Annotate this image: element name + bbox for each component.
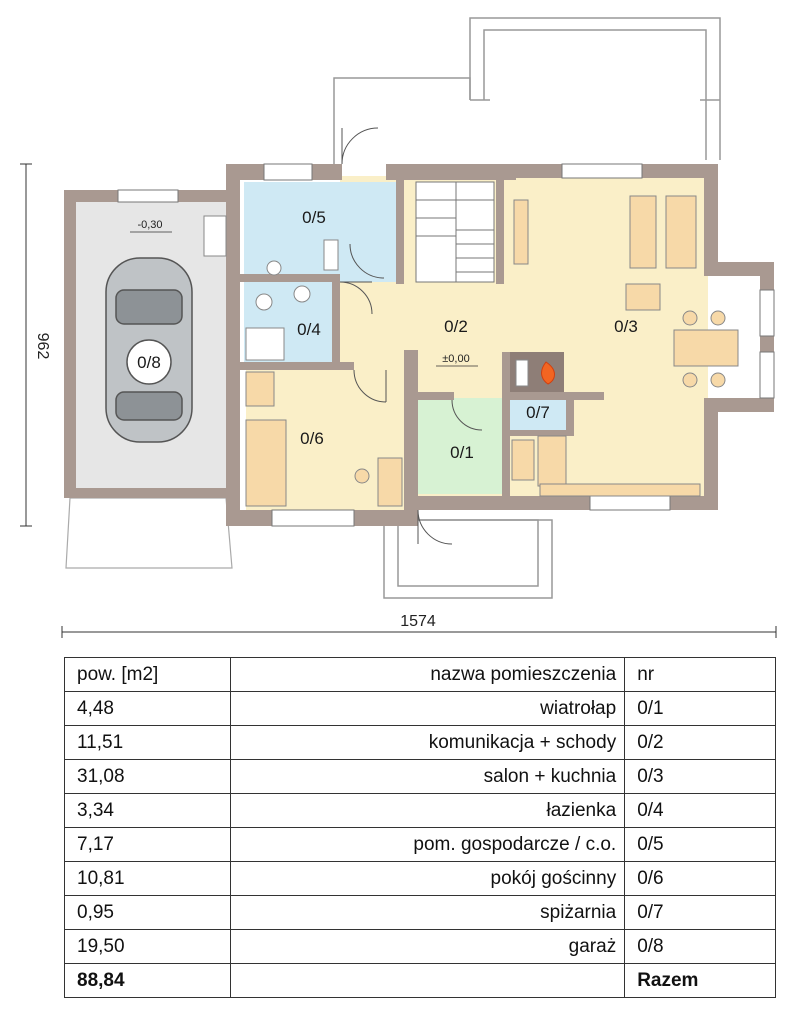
terrace-back bbox=[333, 17, 721, 165]
room-label-06: 0/6 bbox=[300, 429, 324, 448]
table-row: 7,17 pom. gospodarcze / c.o. 0/5 bbox=[64, 827, 776, 862]
row-nr: 0/6 bbox=[624, 861, 776, 896]
row-nr: 0/3 bbox=[624, 759, 776, 794]
row-name: garaż bbox=[229, 929, 626, 964]
doors bbox=[339, 127, 483, 545]
table-header-row: pow. [m2] nazwa pomieszczenia nr bbox=[64, 657, 776, 692]
room-label-07: 0/7 bbox=[526, 403, 550, 422]
row-area: 0,95 bbox=[64, 895, 231, 930]
table-row: 31,08 salon + kuchnia 0/3 bbox=[64, 759, 776, 794]
terrace-front bbox=[383, 519, 553, 599]
row-area: 4,48 bbox=[64, 691, 231, 726]
level-main: ±0,00 bbox=[442, 353, 469, 365]
row-area: 3,34 bbox=[64, 793, 231, 828]
furniture bbox=[203, 195, 739, 507]
row-nr: 0/8 bbox=[624, 929, 776, 964]
row-name: spiżarnia bbox=[229, 895, 626, 930]
row-nr: 0/5 bbox=[624, 827, 776, 862]
table-row: 11,51 komunikacja + schody 0/2 bbox=[64, 725, 776, 760]
car-icon bbox=[105, 257, 193, 443]
table-row: 19,50 garaż 0/8 bbox=[64, 929, 776, 964]
svg-text:962: 962 bbox=[34, 333, 51, 360]
table-row: 3,34 łazienka 0/4 bbox=[64, 793, 776, 828]
total-area: 88,84 bbox=[64, 963, 231, 998]
dimension-depth: 962 bbox=[20, 163, 51, 527]
table-row: 0,95 spiżarnia 0/7 bbox=[64, 895, 776, 930]
floor-plan: 0/1 0/2 0/3 0/4 0/5 0/6 0/7 0/8 ±0,00 -0… bbox=[20, 17, 777, 638]
row-area: 11,51 bbox=[64, 725, 231, 760]
room-label-02: 0/2 bbox=[444, 317, 468, 336]
row-name: wiatrołap bbox=[229, 691, 626, 726]
row-nr: 0/4 bbox=[624, 793, 776, 828]
room-label-01: 0/1 bbox=[450, 443, 474, 462]
room-label-08: 0/8 bbox=[137, 353, 161, 372]
header-nr: nr bbox=[624, 657, 776, 692]
row-area: 31,08 bbox=[64, 759, 231, 794]
row-name: łazienka bbox=[229, 793, 626, 828]
row-area: 7,17 bbox=[64, 827, 231, 862]
row-name: pokój gościnny bbox=[229, 861, 626, 896]
dimension-width: 1574 bbox=[61, 613, 777, 638]
row-name: komunikacja + schody bbox=[229, 725, 626, 760]
row-nr: 0/2 bbox=[624, 725, 776, 760]
header-name: nazwa pomieszczenia bbox=[229, 657, 626, 692]
rooms-table: pow. [m2] nazwa pomieszczenia nr 4,48 wi… bbox=[64, 657, 776, 998]
staircase bbox=[415, 181, 495, 283]
windows bbox=[117, 163, 775, 527]
room-label-05: 0/5 bbox=[302, 208, 326, 227]
total-label: Razem bbox=[624, 963, 776, 998]
table-row: 10,81 pokój gościnny 0/6 bbox=[64, 861, 776, 896]
room-01-floor bbox=[418, 398, 504, 494]
level-garage: -0,30 bbox=[137, 219, 162, 231]
row-area: 10,81 bbox=[64, 861, 231, 896]
table-total-row: 88,84 Razem bbox=[64, 963, 776, 998]
room-07-floor bbox=[508, 398, 566, 432]
room-label-03: 0/3 bbox=[614, 317, 638, 336]
total-blank bbox=[229, 963, 626, 998]
room-label-04: 0/4 bbox=[297, 320, 321, 339]
row-area: 19,50 bbox=[64, 929, 231, 964]
row-nr: 0/7 bbox=[624, 895, 776, 930]
row-nr: 0/1 bbox=[624, 691, 776, 726]
row-name: salon + kuchnia bbox=[229, 759, 626, 794]
table-row: 4,48 wiatrołap 0/1 bbox=[64, 691, 776, 726]
svg-text:1574: 1574 bbox=[400, 613, 436, 630]
garage-ramp bbox=[65, 497, 233, 569]
header-area: pow. [m2] bbox=[64, 657, 231, 692]
row-name: pom. gospodarcze / c.o. bbox=[229, 827, 626, 862]
